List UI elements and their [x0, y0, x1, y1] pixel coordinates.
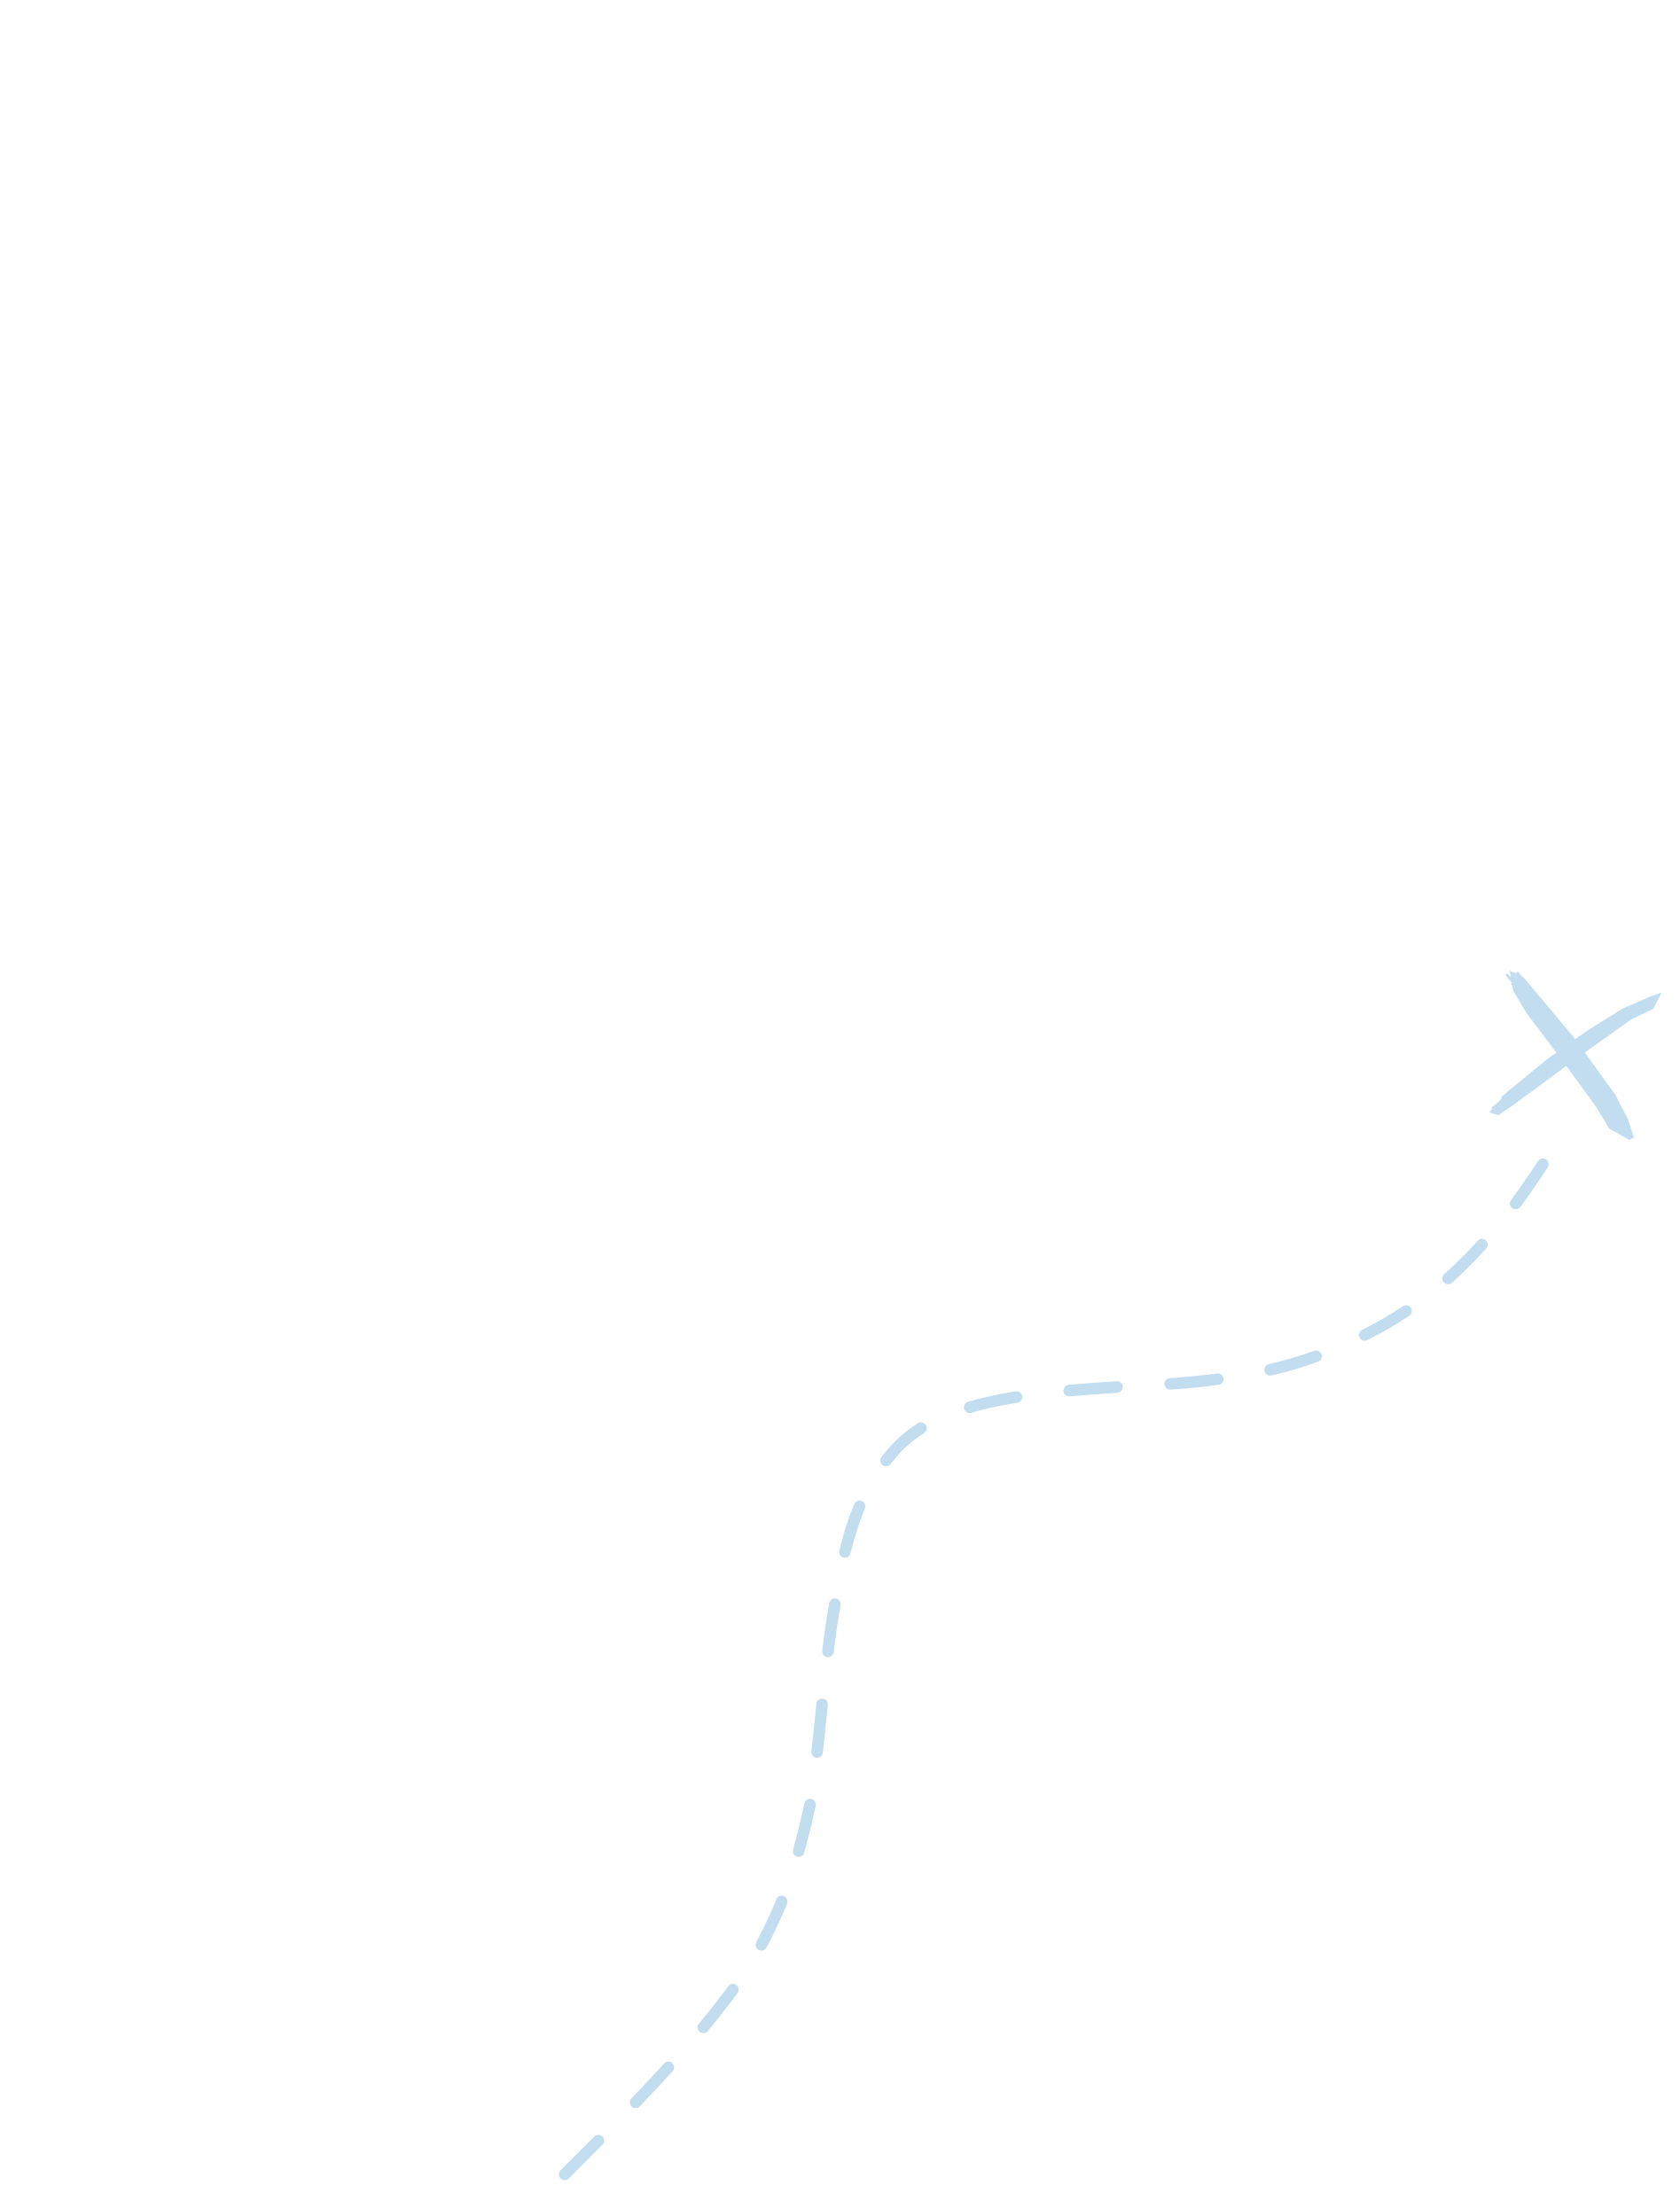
x-mark-stroke-2-brush	[1491, 995, 1658, 1115]
dashed-trail	[559, 1137, 1562, 2181]
dashed-path-icon	[559, 1137, 1562, 2181]
x-mark-icon	[1489, 971, 1661, 1140]
x-mark-stroke-1-brush	[1505, 972, 1626, 1129]
